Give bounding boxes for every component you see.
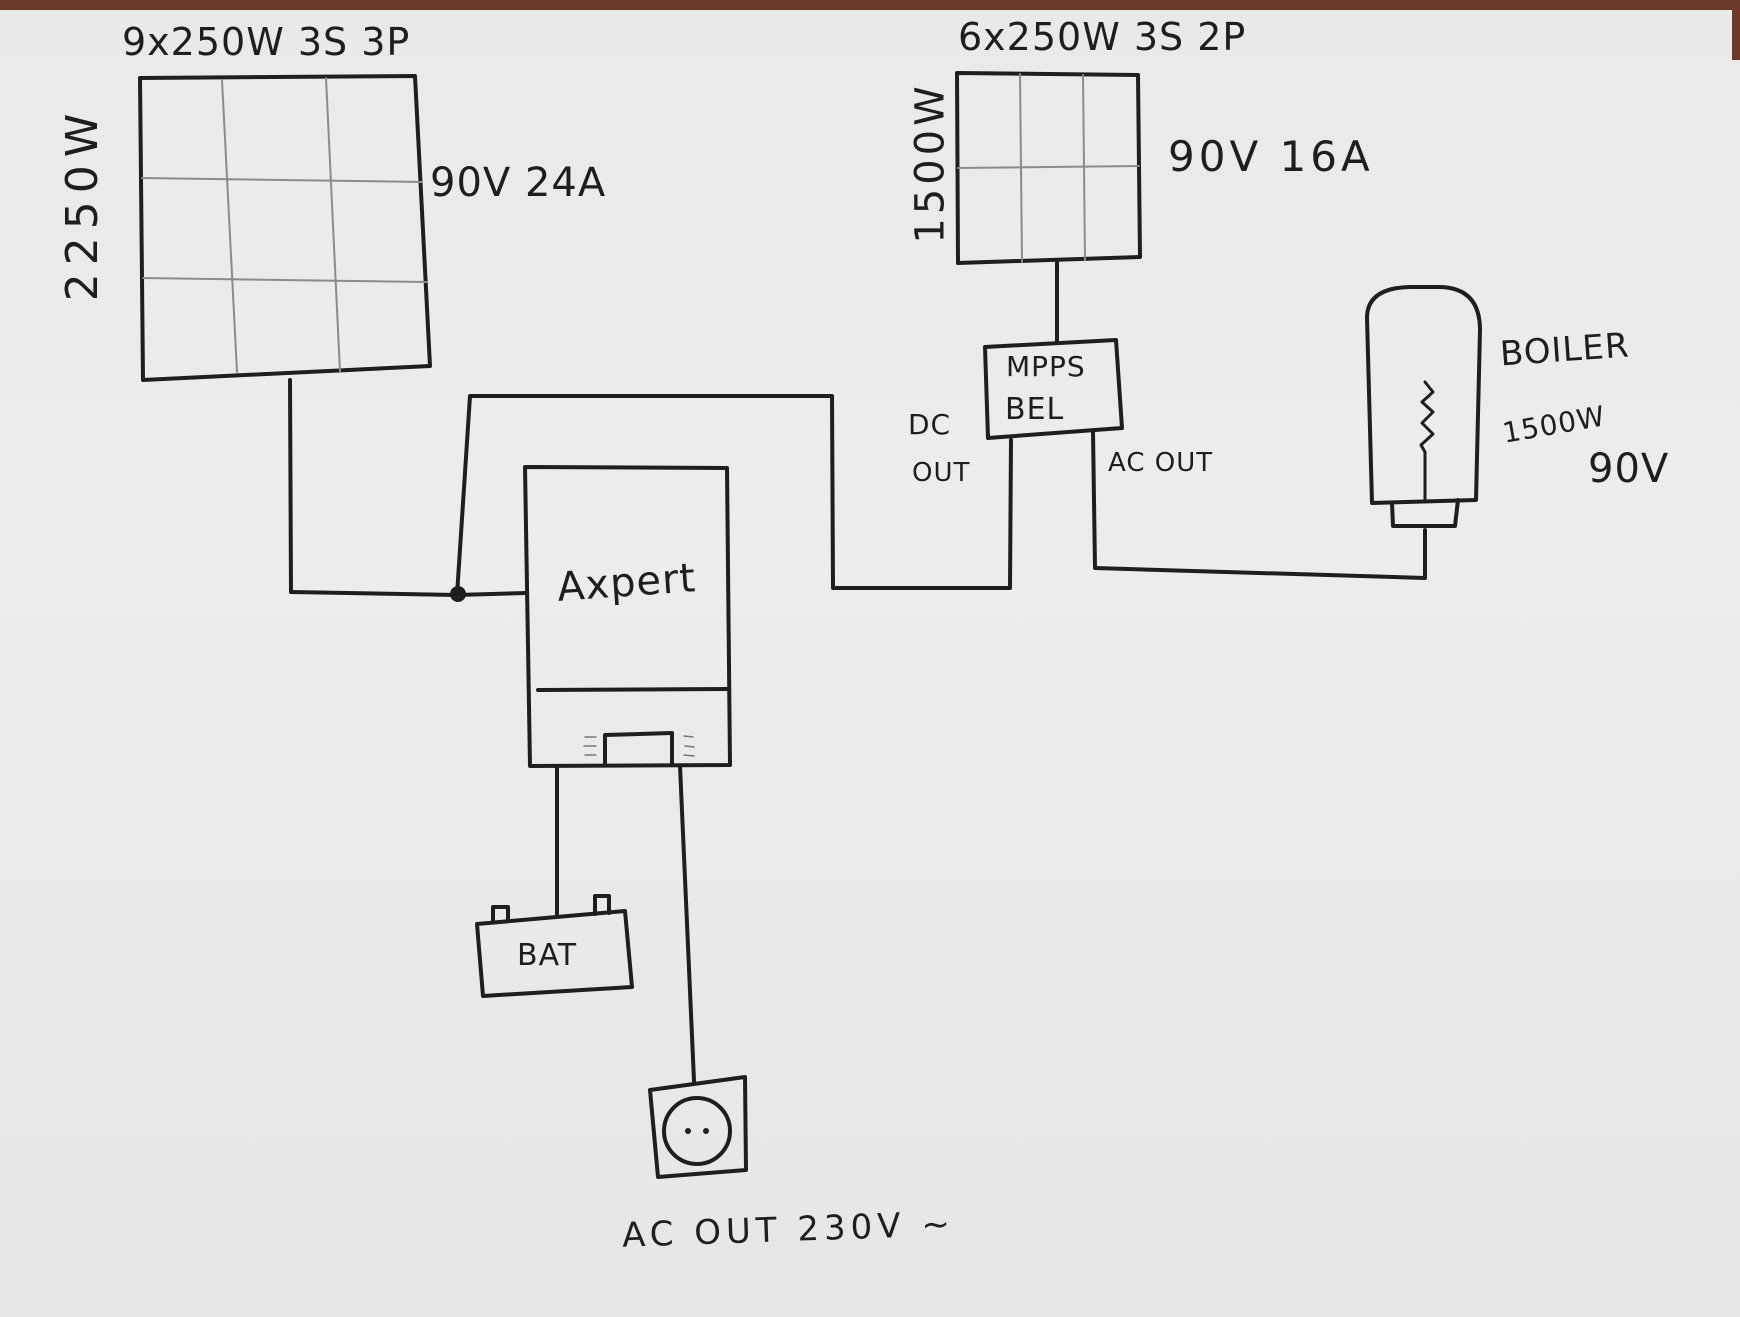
- table-edge-right: [1732, 0, 1740, 60]
- panel-1-grid-h1: [141, 177, 423, 183]
- boiler-base: [1390, 498, 1460, 528]
- wire-ac-to-boiler: [1091, 430, 1427, 580]
- panel-1-power: 2250W: [57, 105, 109, 302]
- mppt-label-line1: MPPS: [1006, 350, 1086, 383]
- inverter-divider: [536, 687, 729, 692]
- wire-inverter-to-socket: [678, 764, 696, 1083]
- socket-pin-right: [703, 1128, 709, 1134]
- inverter-port: [603, 731, 674, 767]
- panel-2-frame: [955, 71, 1142, 265]
- panel-2-power: 1500W: [907, 82, 954, 244]
- panel-1-heading: 9x250W 3S 3P: [122, 20, 411, 64]
- inverter-vent-left: [583, 736, 597, 756]
- boiler-voltage: 90V: [1588, 446, 1670, 492]
- table-edge: [0, 0, 1740, 10]
- wire-dc-loop: [455, 394, 1013, 597]
- battery-body: [475, 909, 634, 998]
- inverter-vent-right: [683, 735, 695, 757]
- panel-1-grid-h2: [142, 277, 428, 283]
- dc-out-label-line2: OUT: [912, 458, 971, 488]
- socket-pin-left: [685, 1128, 691, 1134]
- socket-frame: [648, 1075, 748, 1179]
- panel-1-rating: 90V 24A: [430, 160, 607, 206]
- wire-junction-dot: [450, 586, 466, 602]
- panel-1-grid-v1: [221, 79, 238, 373]
- panel-2-heading: 6x250W 3S 2P: [958, 15, 1247, 59]
- boiler-heating-element: [1419, 380, 1435, 502]
- ac-out-mppt-label: AC OUT: [1108, 448, 1214, 478]
- solar-panel-array-1: [138, 74, 432, 382]
- socket-face: [662, 1096, 732, 1166]
- wire-panel1-to-inverter: [288, 378, 528, 597]
- panel-1-frame: [138, 74, 432, 382]
- battery-terminal-right: [593, 894, 611, 916]
- panel-1-grid-v2: [325, 77, 341, 373]
- inverter-body: [523, 465, 732, 768]
- panel-2-rating: 90V 16A: [1168, 132, 1374, 181]
- battery-label: BAT: [517, 938, 578, 973]
- boiler-body: [1365, 285, 1482, 505]
- battery-terminal-left: [491, 905, 510, 924]
- mppt-box: [983, 338, 1124, 440]
- inverter-label: Axpert: [555, 555, 698, 611]
- dc-out-label-line1: DC: [908, 408, 952, 441]
- mppt-label-line2: BEL: [1005, 392, 1065, 427]
- solar-panel-array-2: [955, 71, 1142, 265]
- panel-2-grid-h1: [957, 165, 1140, 169]
